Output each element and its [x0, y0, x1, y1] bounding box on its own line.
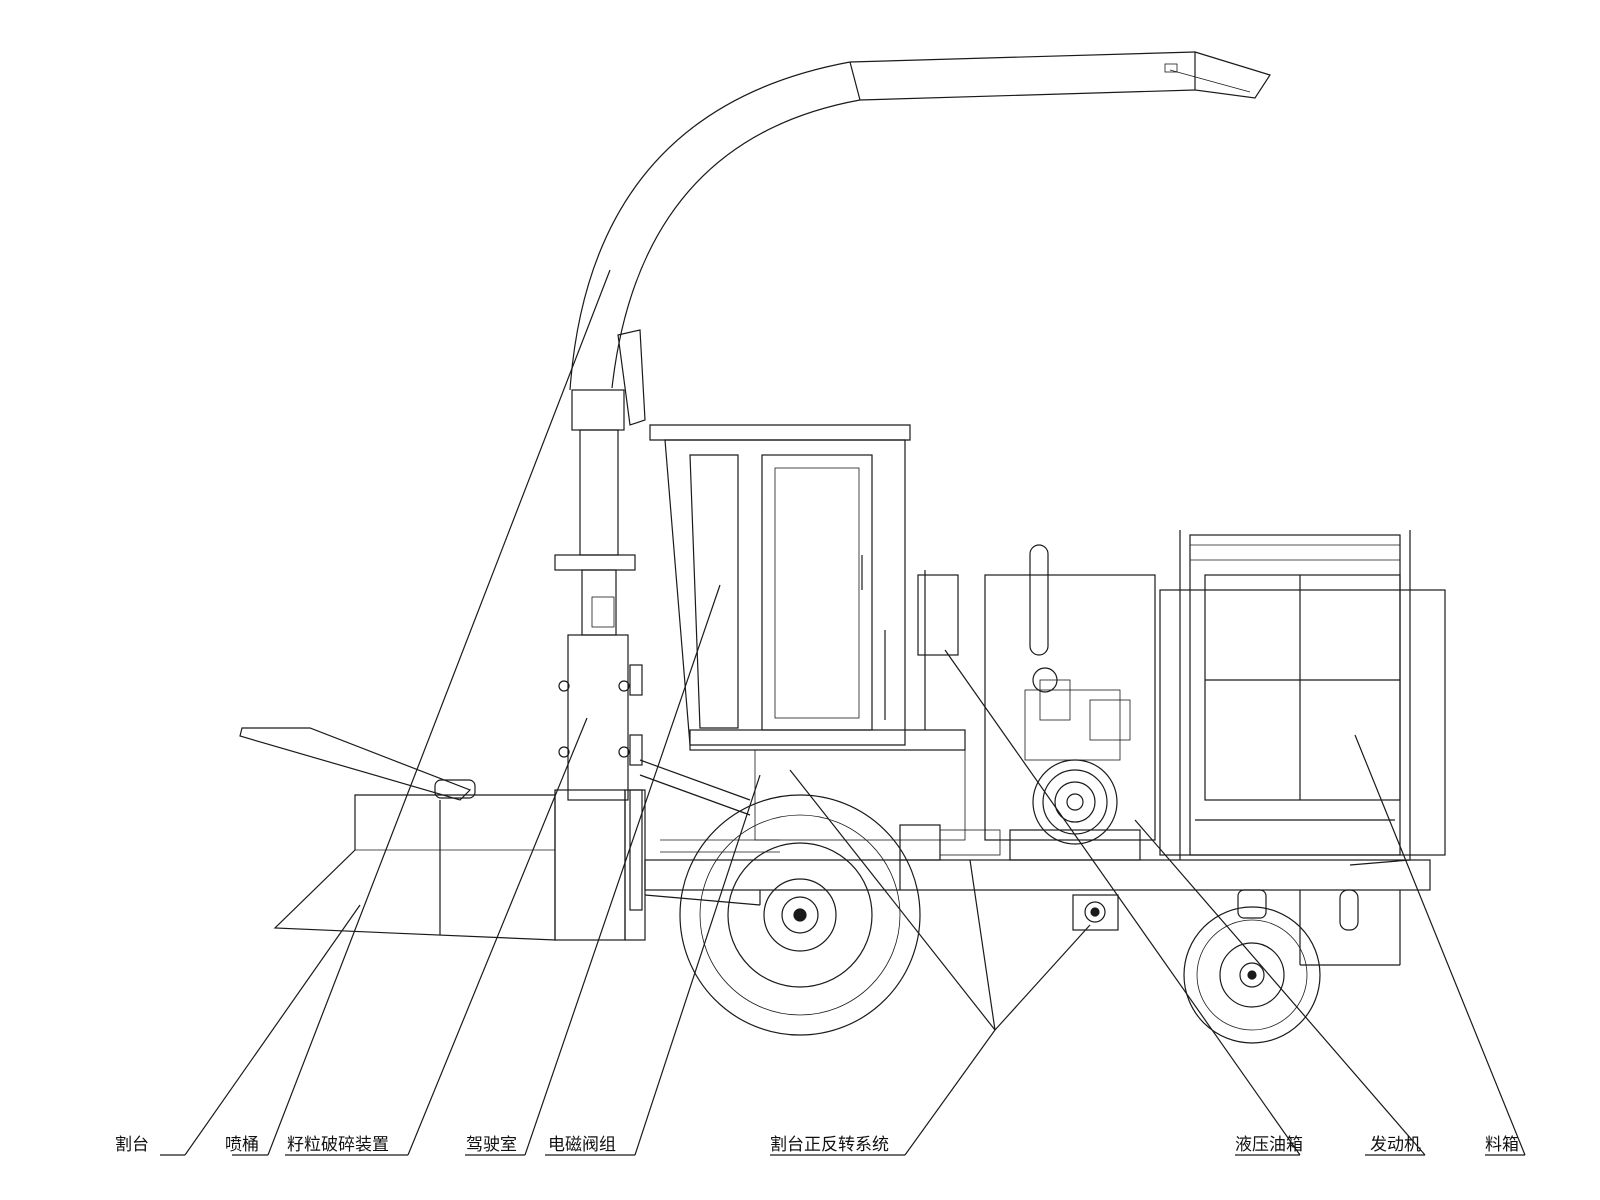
grain-crusher	[558, 664, 751, 911]
label-hopper: 料箱	[1485, 1135, 1519, 1155]
cab	[649, 424, 966, 841]
label-header: 割台	[115, 1135, 149, 1155]
label-header-reverse-system: 割台正反转系统	[770, 1135, 889, 1155]
engine	[984, 544, 1156, 861]
label-grain-crusher: 籽粒破碎装置	[287, 1135, 389, 1155]
spout	[554, 51, 1271, 801]
label-solenoid-valve: 电磁阀组	[548, 1135, 616, 1155]
label-cab: 驾驶室	[466, 1135, 517, 1155]
label-engine: 发动机	[1370, 1135, 1421, 1155]
hopper	[1159, 530, 1446, 931]
leader-lines	[160, 269, 1526, 1156]
rear-wheel	[1183, 889, 1321, 1044]
chassis	[644, 824, 1431, 966]
hydraulic-tank	[1072, 894, 1119, 931]
front-wheel	[679, 794, 921, 1036]
header	[239, 727, 646, 941]
label-hydraulic-tank: 液压油箱	[1235, 1135, 1303, 1155]
label-spout: 喷桶	[225, 1135, 259, 1155]
